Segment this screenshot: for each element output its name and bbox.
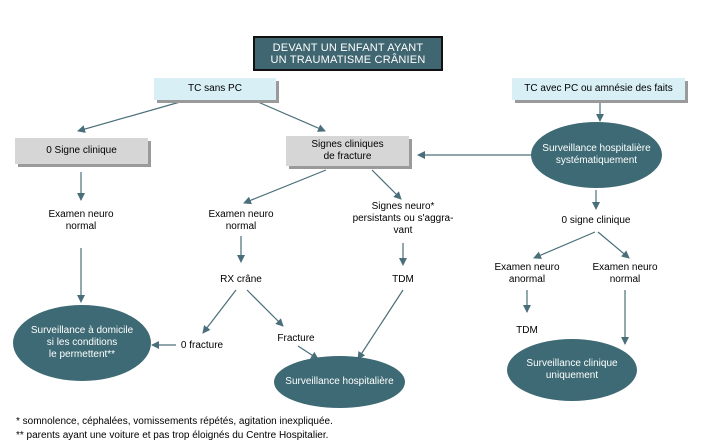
node-surveillance-clinique: Surveillance clinique uniquement — [507, 339, 637, 401]
node-examen-normal-mid: Examen neuro normal — [208, 209, 274, 232]
node-surveillance-systematique: Surveillance hospitalière systématiqueme… — [531, 122, 662, 188]
node-examen-anormal-right: Examen neuro anormal — [494, 262, 560, 285]
arrow-signes-to-neuro — [371, 169, 402, 200]
node-tdm-right: TDM — [516, 325, 538, 336]
node-tc-avec-pc: TC avec PC ou amnésie des faits — [512, 78, 685, 100]
node-fracture: Fracture — [277, 333, 315, 344]
footnote-2: ** parents ayant une voiture et pas trop… — [16, 430, 329, 441]
node-surveillance-domicile: Surveillance à domicile si les condition… — [13, 305, 151, 381]
arrow-signes-to-examen — [243, 169, 327, 205]
arrow-zerosigne-to-anormal — [533, 231, 596, 259]
node-zero-fracture: 0 fracture — [180, 340, 224, 351]
node-examen-normal-left: Examen neuro normal — [48, 209, 114, 232]
arrow-tc-to-zero-signe — [77, 101, 181, 133]
node-zero-signe-clinique: 0 Signe clinique — [15, 138, 148, 164]
node-surveillance-hospitaliere: Surveillance hospitalière — [274, 356, 405, 408]
diagram-title: DEVANT UN ENFANT AYANT UN TRAUMATISME CR… — [253, 36, 443, 71]
arrow-tc-to-signes-fracture — [257, 101, 326, 132]
arrow-rx-to-zerofracture — [202, 289, 237, 334]
arrow-rx-to-fracture — [246, 289, 284, 327]
node-tdm-mid: TDM — [392, 274, 414, 285]
node-rx-crane: RX crâne — [220, 274, 262, 285]
node-tc-sans-pc: TC sans PC — [154, 78, 276, 100]
node-examen-normal-right: Examen neuro normal — [592, 262, 658, 285]
node-signes-cliniques-fracture: Signes cliniques de fracture — [286, 136, 409, 166]
node-zero-signe-right: 0 signe clinique — [561, 215, 631, 226]
arrow-tdm-to-hospitaliere — [357, 289, 404, 360]
arrow-zerosigne-to-normal — [597, 231, 630, 259]
footnote-1: * somnolence, céphalées, vomissements ré… — [16, 416, 333, 427]
node-signes-neuro: Signes neuro* persistants ou s'aggra- va… — [352, 201, 454, 236]
